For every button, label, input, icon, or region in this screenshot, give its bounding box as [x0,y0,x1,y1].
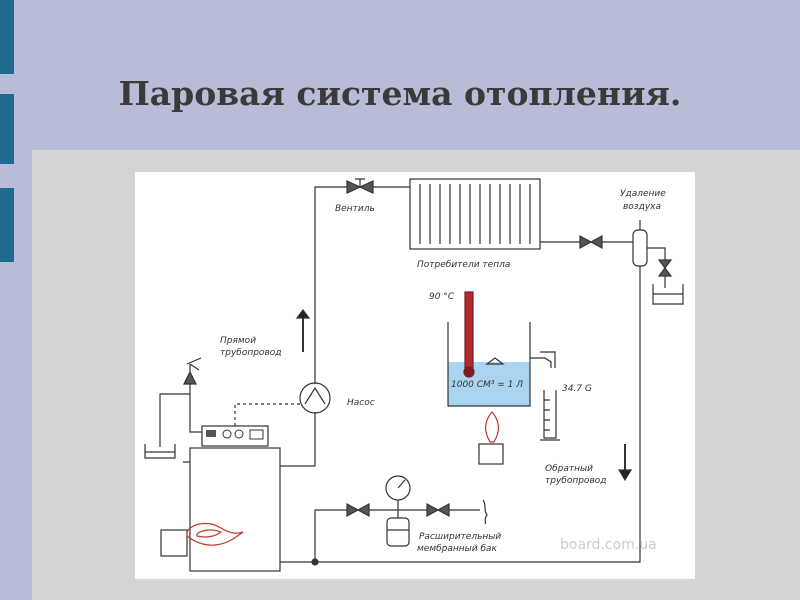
air-separator [632,229,648,267]
control-line [234,403,300,426]
accent-bar [0,94,14,164]
water-fill [448,362,530,406]
supply-arrow [295,309,311,319]
manometer-icon [385,475,411,501]
measuring-cylinder [543,390,557,439]
burner-box [160,529,188,557]
boiler [189,447,281,572]
safety-valve-icon [186,357,202,372]
beaker [447,322,531,407]
return-arrow [617,469,633,482]
supply-label: Прямой [220,336,257,346]
diagram-drawing [144,178,684,572]
expansion-tank-label: Расширительный [419,532,502,542]
slide-title: Паровая система отопления. [118,74,682,113]
return-label: Обратный [545,464,593,474]
return-label: трубопровод [545,476,607,486]
thermometer [464,291,474,373]
overflow-pipe [159,393,191,447]
safety-line [189,402,202,433]
flame-icon [485,411,499,443]
flame-icon [196,529,223,538]
expansion-tank [386,517,410,547]
pump-icon [304,386,326,405]
supply-pipe [280,412,316,467]
thermometer-bulb [463,366,475,378]
manometer-needle [397,479,406,489]
supply-pipe [314,186,347,384]
radiator-fins [419,184,531,244]
safety-valve-icon [183,370,197,385]
pump-icon [299,382,331,414]
branch-pipe [314,509,347,562]
air-removal-label: Удаление [620,189,666,199]
supply-label: трубопровод [220,348,282,358]
heat-consumers-label: Потребители тепла [417,260,511,270]
control-knobs [206,429,264,440]
valve-label: Вентиль [335,204,375,214]
expansion-tank-label: мембранный бак [417,544,497,554]
spout [530,357,552,368]
radiator [409,178,541,250]
valve-icon [426,502,450,518]
valve-icon [657,259,673,277]
volume-label: 1000 CM³ = 1 Л [451,380,524,390]
pump-label: Насос [347,398,375,408]
watermark: board.com.ua [560,537,657,553]
air-pipe [647,247,666,260]
accent-bar [0,188,14,262]
accent-bar [0,0,14,74]
temperature-label: 90 °C [429,292,455,302]
water-level-marker [485,357,505,365]
flame-icon [186,522,244,546]
burner [478,443,504,465]
pipe-break [482,499,488,525]
return-pipe [315,266,641,563]
valve-icon [355,178,365,187]
gauge-value-label: 34.7 G [562,384,592,394]
air-removal-label: воздуха [623,202,661,212]
overflow-tank [144,444,176,459]
cylinder-marks [544,399,550,431]
valve-icon [346,502,370,518]
valve-icon [579,234,603,250]
heating-diagram: Вентиль Потребители тепла Удаление возду… [135,172,695,579]
spout [540,351,556,368]
